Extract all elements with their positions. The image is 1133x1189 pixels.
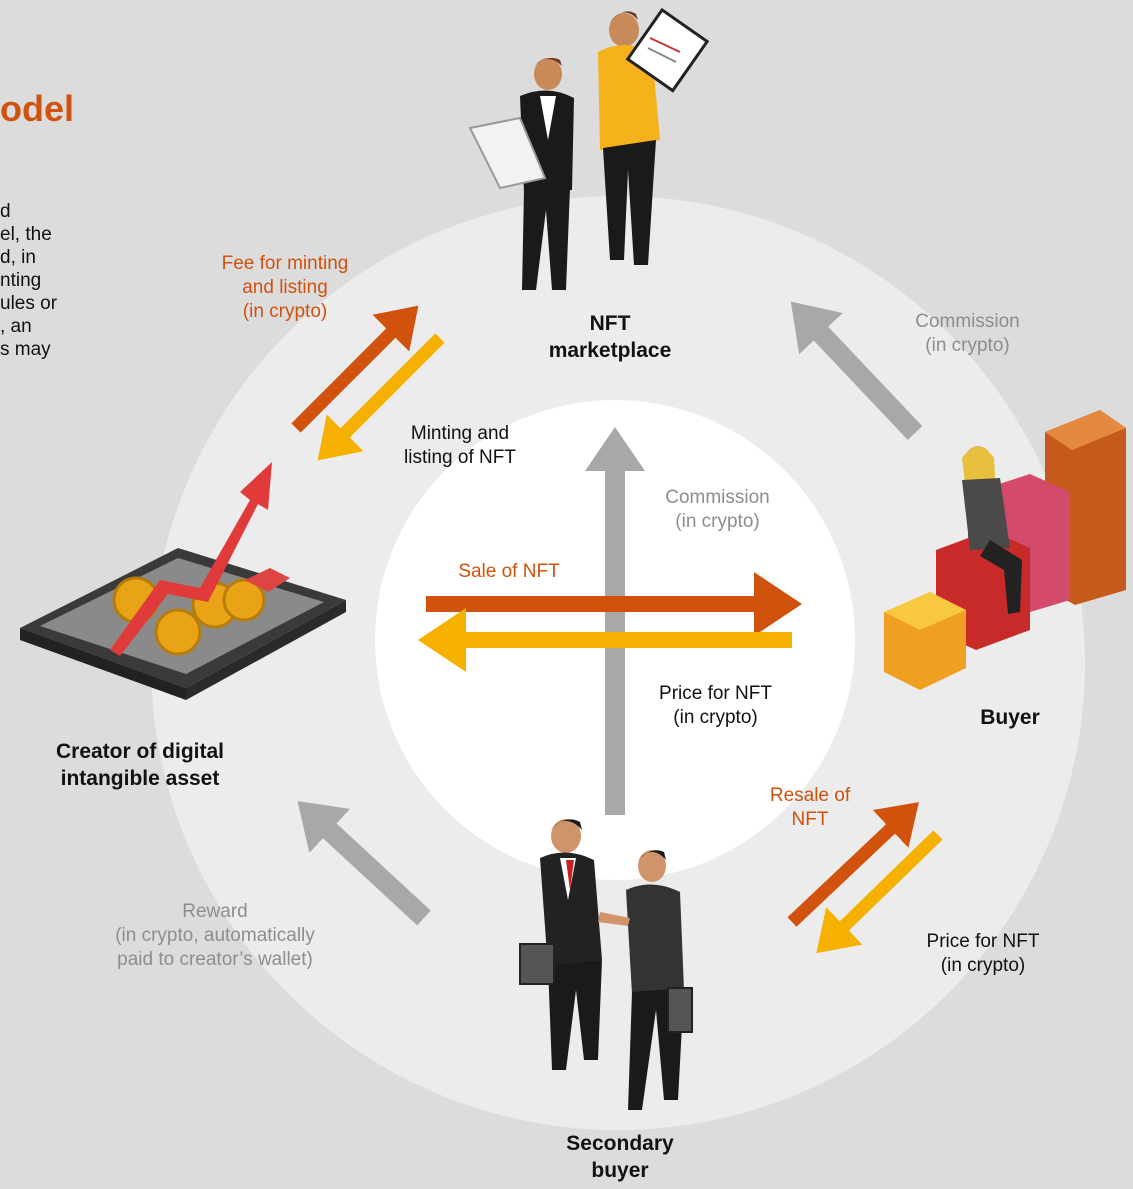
label-price-inner: Price for NFT (in crypto) (659, 683, 772, 728)
page-title-fragment: odel (0, 88, 75, 129)
marketplace-people-illustration (468, 7, 710, 290)
label-resale: Resale of NFT (769, 785, 851, 830)
fee-arrow (291, 305, 419, 433)
intro-line: ules or (0, 293, 58, 314)
resale-arrow (787, 802, 919, 927)
label-price-secondary: Price for NFT (in crypto) (926, 931, 1040, 976)
node-secondary-buyer: Secondary buyer (566, 1132, 674, 1182)
node-buyer: Buyer (980, 706, 1040, 729)
intro-line: , an (0, 316, 32, 337)
label-minting-listing: Minting and listing of NFT (404, 423, 516, 468)
buyer-illustration (884, 410, 1126, 690)
node-nft-marketplace: NFT marketplace (548, 312, 672, 362)
intro-text-fragment: d el, the d, in nting ules or , an s may (0, 200, 57, 361)
intro-line: s may (0, 339, 51, 360)
label-sale-of-nft: Sale of NFT (458, 561, 560, 582)
intro-line: el, the (0, 224, 52, 245)
node-creator: Creator of digital intangible asset (55, 740, 224, 790)
commission-outer-arrow (790, 301, 923, 440)
label-commission-inner: Commission (in crypto) (665, 487, 770, 532)
label-commission-outer: Commission (in crypto) (915, 311, 1020, 356)
reward-arrow (297, 800, 431, 926)
intro-line: nting (0, 270, 42, 291)
price-secondary-arrow (816, 830, 943, 954)
intro-line: d (0, 201, 11, 222)
creator-tablet-illustration (20, 462, 346, 700)
secondary-buyers-illustration (519, 819, 693, 1110)
minting-arrow (317, 333, 445, 461)
label-fee-minting: Fee for minting and listing (in crypto) (221, 253, 349, 322)
intro-line: d, in (0, 247, 36, 268)
label-reward: Reward (in crypto, automatically paid to… (115, 901, 315, 970)
